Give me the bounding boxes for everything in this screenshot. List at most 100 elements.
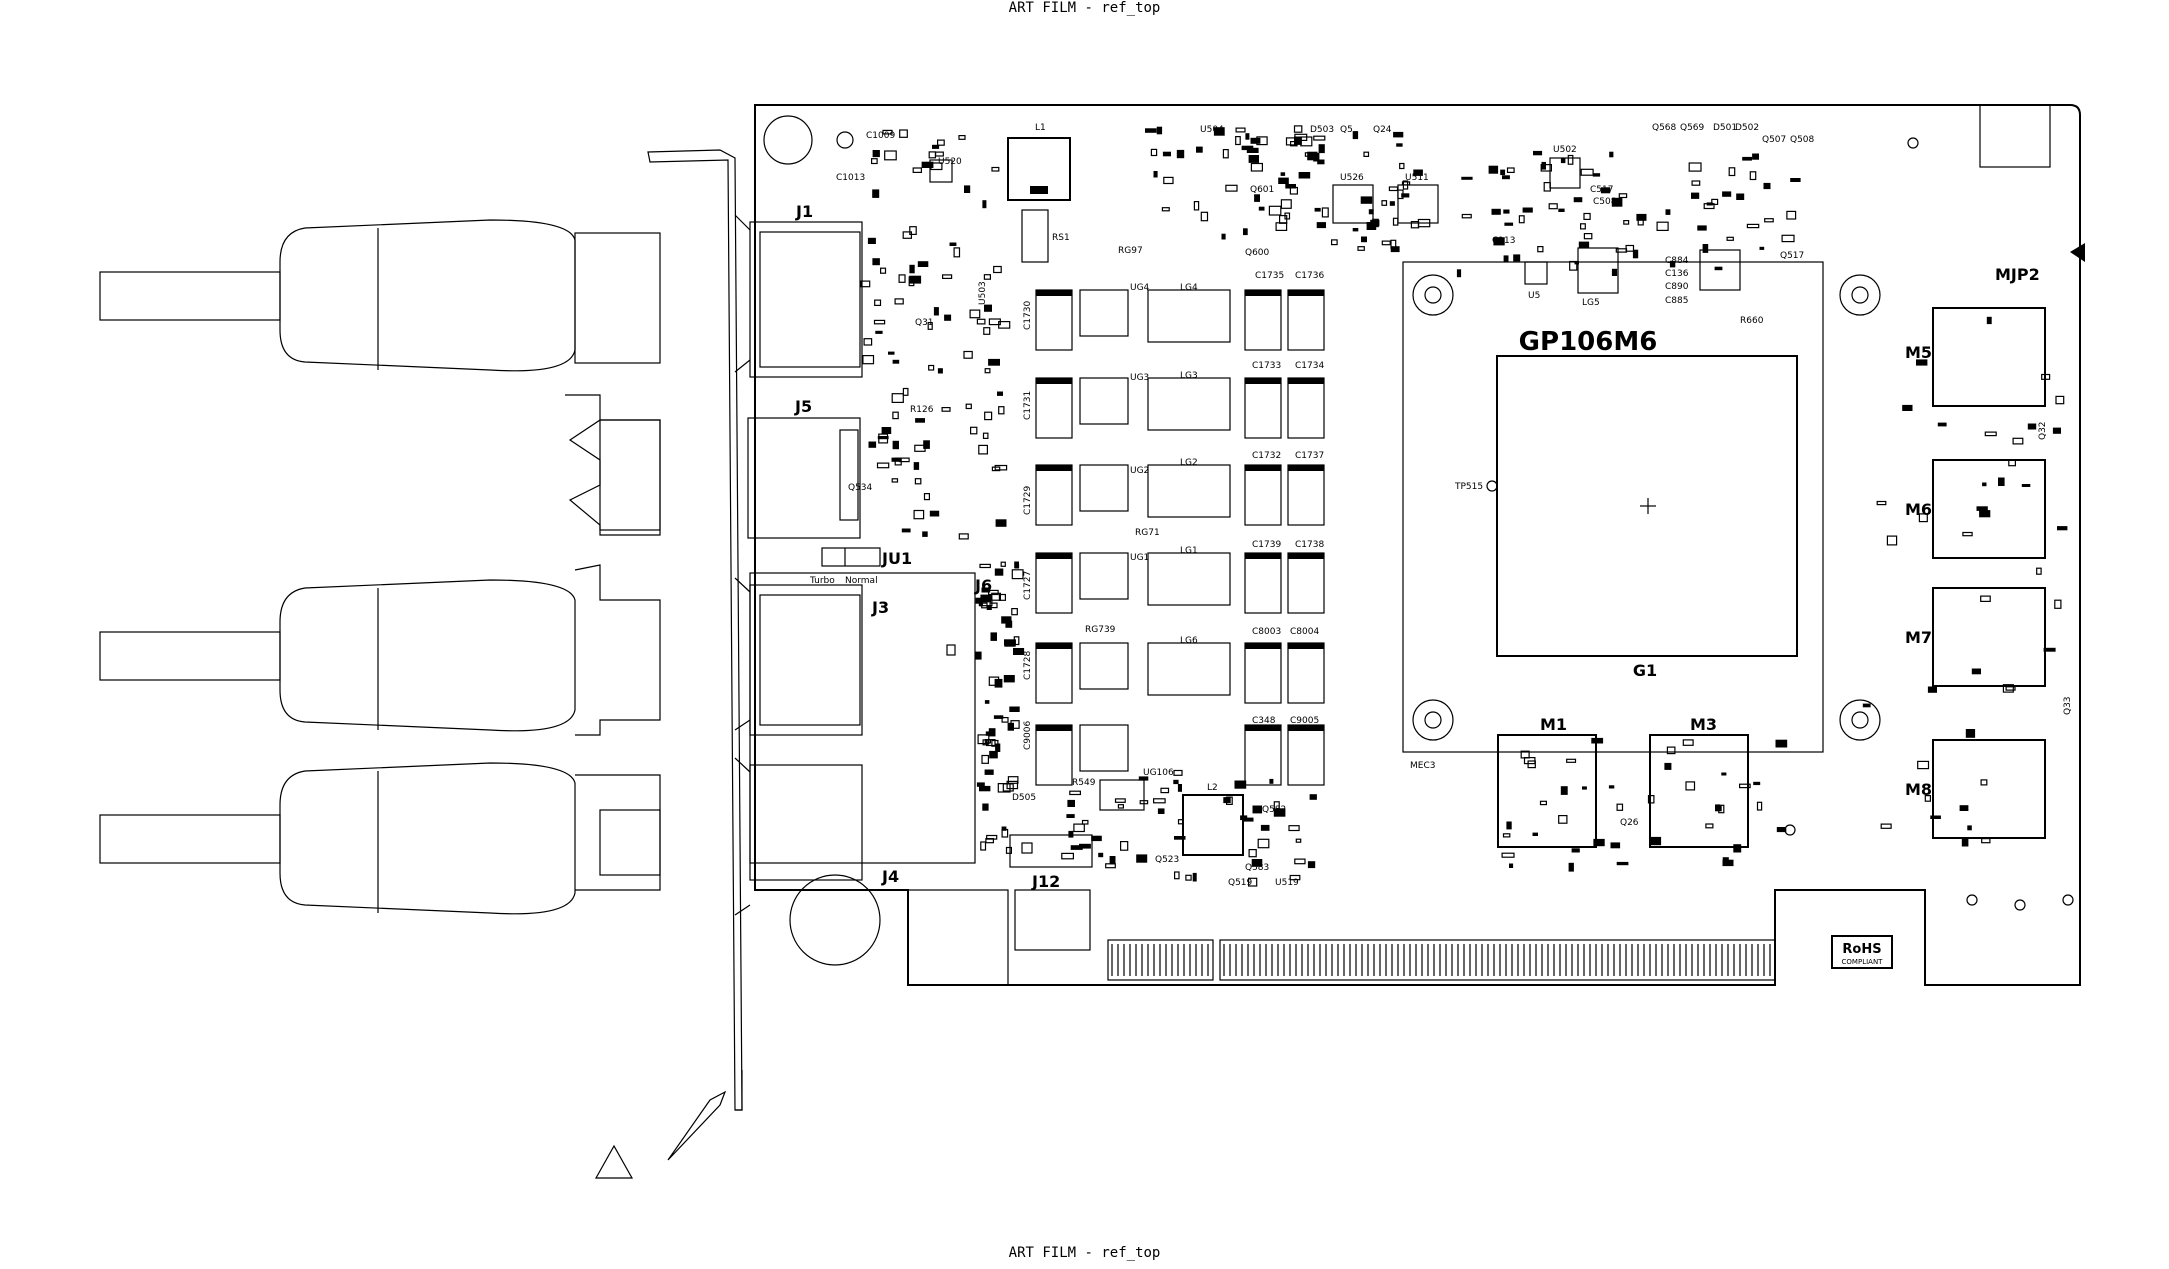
ground-triangle — [594, 1144, 634, 1179]
smd-part — [899, 129, 908, 138]
power-mosfet — [1079, 464, 1129, 512]
smd-part — [1711, 198, 1719, 205]
jumper-ju1 — [821, 547, 881, 567]
mount-hole — [2014, 899, 2026, 911]
power-cap — [1035, 289, 1073, 351]
smd-part — [1254, 194, 1260, 202]
label-tp515: TP515 — [1454, 482, 1483, 492]
smd-part — [928, 364, 935, 371]
smd-part — [1222, 149, 1229, 159]
smd-part — [1616, 803, 1624, 811]
smd-part — [909, 264, 915, 274]
smd-part — [1560, 786, 1568, 795]
label-r126: R126 — [910, 405, 934, 415]
label-c1737: C1737 — [1295, 451, 1324, 461]
smd-part — [1173, 769, 1183, 776]
rohs-badge — [1831, 935, 1893, 969]
smd-part — [1001, 826, 1007, 831]
smd-part — [1361, 236, 1367, 243]
smd-part — [882, 129, 893, 135]
gpu-corner-hole — [1412, 274, 1454, 316]
smd-part — [997, 391, 1003, 396]
smd-part — [912, 167, 923, 174]
smd-part — [1013, 648, 1025, 655]
label-q600: Q600 — [1245, 248, 1270, 258]
mount-hole — [836, 131, 854, 149]
smd-part — [1461, 213, 1472, 219]
smd-part — [1669, 260, 1676, 268]
smd-part — [934, 151, 944, 157]
smd-part — [932, 144, 940, 149]
smd-part — [1714, 266, 1723, 271]
smd-part — [1582, 786, 1587, 790]
label-c1731: C1731 — [1023, 391, 1033, 420]
smd-part — [993, 265, 1002, 274]
smd-part — [1548, 203, 1558, 210]
smd-part — [941, 407, 951, 412]
smd-part — [1330, 239, 1338, 246]
power-cap-band — [1245, 465, 1281, 471]
smd-part — [984, 700, 990, 704]
smd-part — [1392, 217, 1399, 226]
smd-part — [1285, 184, 1296, 189]
power-cap-band — [1245, 378, 1281, 384]
smd-part — [1764, 218, 1774, 223]
smd-part — [995, 743, 1001, 752]
smd-part — [901, 528, 911, 533]
smd-part — [1927, 686, 1937, 693]
smd-part — [1390, 239, 1397, 249]
smd-part — [1139, 800, 1149, 805]
mount-hole — [763, 115, 813, 165]
ground-arrow — [667, 1090, 727, 1161]
smd-part — [963, 350, 973, 359]
smd-part — [1722, 191, 1732, 197]
smd-part — [1623, 220, 1630, 225]
smd-part — [1213, 127, 1225, 136]
smd-part — [1726, 236, 1734, 241]
smd-part — [1252, 805, 1263, 814]
smd-part — [1316, 222, 1326, 229]
label-q508: Q508 — [1790, 135, 1815, 145]
power-cap — [1287, 464, 1325, 526]
smd-part — [894, 298, 904, 305]
label-c1739: C1739 — [1252, 540, 1281, 550]
label-c8003: C8003 — [1252, 627, 1281, 637]
label-d505: D505 — [1012, 793, 1036, 803]
smd-part — [1240, 815, 1248, 821]
power-mosfet — [1079, 642, 1129, 690]
smd-part — [2036, 567, 2042, 575]
smd-part — [1527, 760, 1536, 769]
smd-part — [1503, 255, 1509, 262]
smd-part — [1258, 206, 1265, 211]
smd-part — [1250, 162, 1264, 172]
smd-part — [1275, 222, 1288, 232]
smd-part — [1501, 852, 1515, 858]
smd-part — [1961, 838, 1969, 847]
smd-part — [1138, 776, 1149, 781]
label-u503: U503 — [978, 281, 988, 305]
label-mjp2: MJP2 — [1995, 265, 2040, 284]
label-u519: U519 — [1275, 878, 1299, 888]
smd-part — [1918, 513, 1928, 523]
smd-part — [1381, 240, 1391, 246]
smd-part — [1502, 175, 1510, 180]
smd-part — [976, 782, 985, 787]
smd-part — [1294, 858, 1306, 865]
smd-part — [1269, 778, 1274, 784]
label-q582: Q582 — [1262, 805, 1286, 815]
smd-part — [982, 803, 989, 811]
smd-part — [1592, 173, 1601, 177]
smd-part — [1014, 561, 1019, 569]
smd-part — [1173, 779, 1179, 785]
smd-part — [1917, 760, 1930, 770]
power-cap-band — [1036, 643, 1072, 649]
smd-part — [1568, 862, 1574, 872]
smd-part — [1491, 208, 1501, 215]
label-rg97: RG97 — [1118, 246, 1143, 256]
smd-part — [914, 478, 922, 485]
label-q31: Q31 — [915, 318, 934, 328]
label-j12: J12 — [1031, 872, 1060, 891]
smd-part — [1574, 261, 1579, 265]
smd-part — [1706, 202, 1713, 206]
smd-part — [2052, 427, 2061, 434]
